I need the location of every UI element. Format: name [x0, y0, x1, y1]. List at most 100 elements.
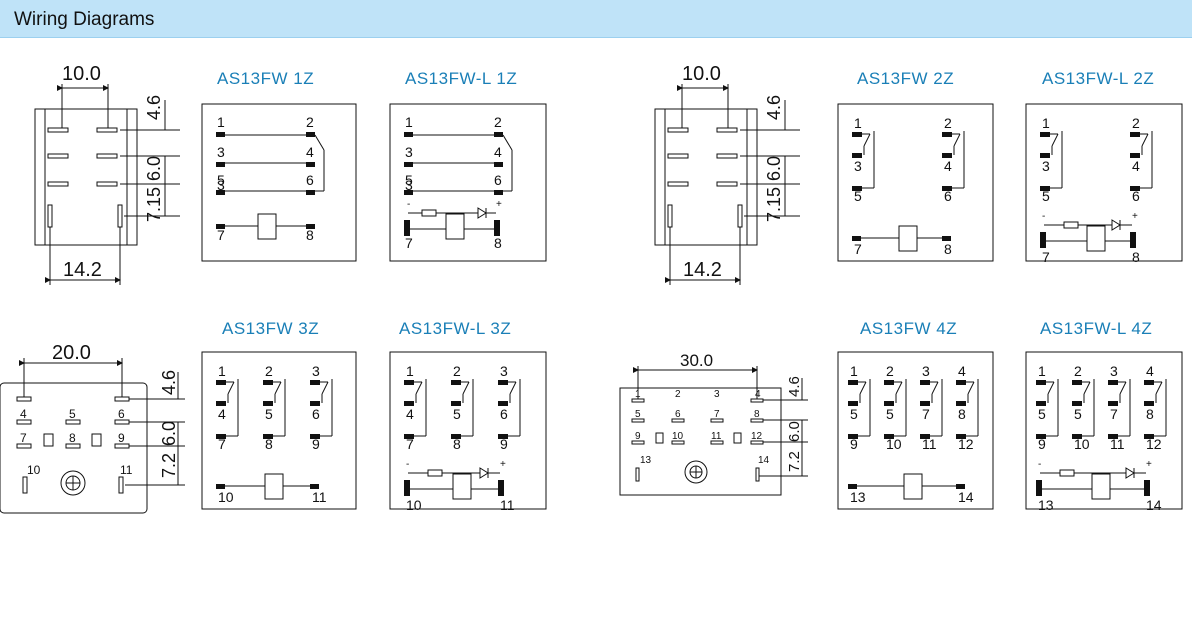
dim-width-top-1z: 10.0 [62, 63, 101, 85]
model-label-4z: AS13FW 4Z [860, 319, 958, 338]
pin-label: 4 [306, 144, 314, 160]
coil-symbol [445, 213, 465, 240]
pin-label: 2 [1074, 363, 1082, 379]
dim-72-3z: 7.2 [159, 453, 179, 478]
schematic-box-l-1z [389, 103, 547, 262]
terminal-pad [1036, 434, 1046, 439]
pin-label: - [1038, 459, 1041, 470]
terminal-pad [942, 186, 952, 191]
pin-label: 3 [1042, 158, 1050, 174]
pin-label: 1 [218, 363, 226, 379]
dim-width-top-3z: 20.0 [52, 342, 91, 364]
terminal-pad [942, 236, 951, 241]
svg-text:4: 4 [20, 407, 27, 421]
pin-label: - [406, 459, 409, 470]
pin-label: 2 [453, 363, 461, 379]
pin-label: 3 [312, 363, 320, 379]
pin-label: 14 [1146, 497, 1162, 513]
terminal-pad [404, 162, 413, 167]
pin-label: 7 [1110, 406, 1118, 422]
pin-label: 2 [944, 115, 952, 131]
pin-label: 7 [922, 406, 930, 422]
wire [967, 381, 975, 395]
wire [931, 381, 939, 395]
pin-label: + [1146, 459, 1152, 470]
terminal-pad [1072, 380, 1082, 385]
pin-label: 6 [494, 172, 502, 188]
pin-label: 13 [1038, 497, 1054, 513]
terminal-pad [1130, 153, 1140, 158]
wire [863, 133, 871, 147]
pin-label: 4 [1132, 158, 1140, 174]
terminal-pad [852, 132, 862, 137]
svg-text:1: 1 [635, 389, 641, 400]
terminal-pad [404, 401, 414, 406]
pin-label: 5 [1038, 406, 1046, 422]
terminal-pad [310, 434, 320, 439]
terminal-pad [498, 380, 508, 385]
pin-label: 4 [218, 406, 226, 422]
dim-715-2z: 7.15 [764, 187, 784, 222]
pin-label: 4 [406, 406, 414, 422]
terminal-pad [920, 434, 930, 439]
led-symbol [479, 467, 489, 479]
pin-label: 2 [1132, 115, 1140, 131]
svg-text:5: 5 [635, 409, 641, 420]
terminal-pad [884, 401, 894, 406]
terminal-pad [494, 220, 500, 236]
terminal-pad [1130, 232, 1136, 248]
terminal-pad [1040, 153, 1050, 158]
pin-label: 4 [958, 363, 966, 379]
pin-label: 4 [1146, 363, 1154, 379]
pin-label: 10 [1074, 436, 1090, 452]
model-label-l-4z: AS13FW-L 4Z [1040, 319, 1153, 338]
wire [953, 133, 961, 147]
dim-width-bottom-2z: 14.2 [683, 259, 722, 281]
coil-symbol [903, 473, 923, 500]
terminal-pad [404, 434, 414, 439]
terminal-pad [310, 484, 319, 489]
pin-label: 5 [405, 172, 413, 188]
svg-text:8: 8 [754, 409, 760, 420]
svg-text:5: 5 [69, 407, 76, 421]
dim-715-1z: 7.15 [144, 187, 164, 222]
coil-symbol [898, 225, 918, 252]
schematic-box-2z [837, 103, 994, 262]
pin-label: 14 [958, 489, 974, 505]
wire [415, 381, 423, 395]
wire [502, 134, 513, 151]
svg-text:4: 4 [755, 389, 761, 400]
pin-label: 5 [1074, 406, 1082, 422]
terminal-pad [920, 380, 930, 385]
resistor-symbol [1059, 469, 1075, 477]
led-symbol [477, 207, 487, 219]
pin-label: 5 [217, 172, 225, 188]
wire [1155, 381, 1163, 395]
pin-label: 1 [217, 114, 225, 130]
svg-text:13: 13 [640, 455, 652, 466]
pin-label: 12 [1146, 436, 1162, 452]
pin-label: 6 [1132, 188, 1140, 204]
terminal-pad [1036, 480, 1042, 496]
wire [859, 381, 867, 395]
dim-72-4z: 7.2 [786, 451, 803, 472]
svg-text:9: 9 [635, 431, 641, 442]
terminal-pad [494, 162, 503, 167]
terminal-pad [404, 132, 413, 137]
pin-label: 8 [306, 227, 314, 243]
pin-label: 7 [854, 241, 862, 257]
svg-text:10: 10 [27, 463, 41, 477]
svg-text:8: 8 [69, 431, 76, 445]
svg-text:11: 11 [711, 431, 722, 442]
terminal-pad [216, 401, 226, 406]
pin-label: 3 [405, 144, 413, 160]
terminal-pad [310, 380, 320, 385]
pin-label: 11 [500, 497, 515, 513]
model-label-2z: AS13FW 2Z [857, 69, 955, 88]
pin-label: 7 [405, 235, 413, 251]
pin-label: 5 [854, 188, 862, 204]
pin-label: 6 [944, 188, 952, 204]
dim-46-3z: 4.6 [159, 370, 179, 395]
terminal-pad [1108, 434, 1118, 439]
wire [1141, 133, 1149, 147]
